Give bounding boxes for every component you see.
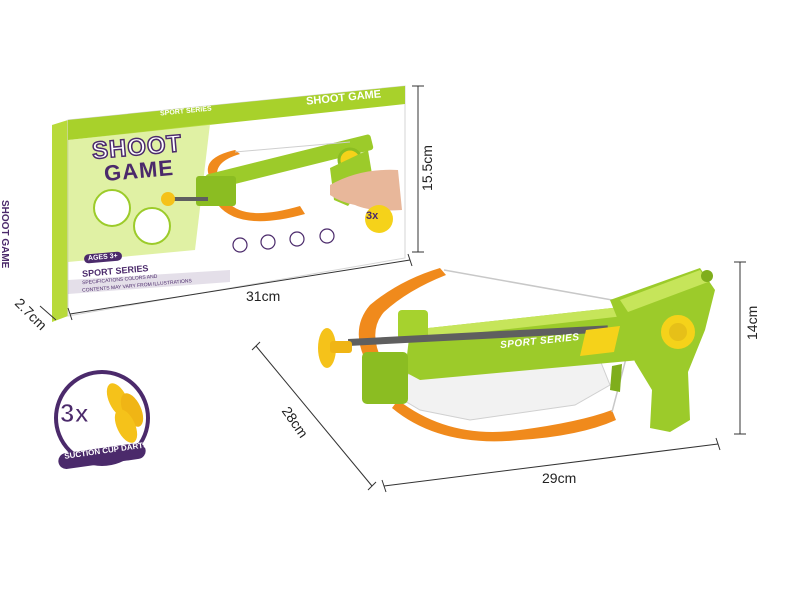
- loaded-dart-shaft: [348, 325, 609, 346]
- dim-line-product-length: [383, 443, 719, 487]
- box-bottom-shade: [68, 270, 230, 294]
- rail-highlight: [410, 305, 642, 340]
- green-rail: [405, 305, 650, 380]
- box-lime-area: [68, 124, 210, 262]
- grip-top-highlight: [620, 270, 708, 312]
- dim-line-box-depth: [39, 305, 57, 321]
- box-top-band: [68, 86, 405, 140]
- front-block: [362, 352, 408, 404]
- dim-line-box-width: [69, 259, 411, 315]
- dim-label-product-length: 29cm: [542, 470, 577, 486]
- product-box: [52, 85, 406, 322]
- box-side-panel: [52, 120, 68, 322]
- box-inset-1: [93, 189, 131, 227]
- trigger: [610, 364, 622, 392]
- dimension-lines: [39, 85, 746, 493]
- dim-label-box-width: 31cm: [246, 288, 281, 304]
- hand-illustration: [330, 169, 402, 211]
- darts-badge-count: 3x: [60, 398, 90, 429]
- rear-sight: [398, 310, 428, 340]
- box-inset-2: [133, 207, 171, 245]
- dim-label-box-height: 15.5cm: [418, 145, 435, 191]
- darts-badge-ribbon: [58, 442, 146, 470]
- darts-badge-graphic: [54, 370, 150, 470]
- yellow-accent: [580, 326, 620, 356]
- box-dart-badge-circle: [365, 205, 393, 233]
- grip-knob: [701, 270, 713, 282]
- dim-label-product-height: 14cm: [744, 305, 760, 340]
- bow-lower-limb: [392, 400, 616, 442]
- yellow-dial-center: [669, 323, 687, 341]
- badge-dart-cup-3: [114, 409, 138, 443]
- dim-line-product-depth: [255, 345, 373, 487]
- crossbow-product: [318, 268, 715, 442]
- box-side-text: SHOOT GAME: [0, 200, 10, 269]
- box-feature-icons: [232, 228, 335, 253]
- crossbow-grip: [610, 268, 715, 432]
- box-dart-badge-text: 3x: [366, 210, 379, 222]
- dart-suction-cup: [318, 328, 336, 368]
- dart-cup-neck: [330, 341, 352, 353]
